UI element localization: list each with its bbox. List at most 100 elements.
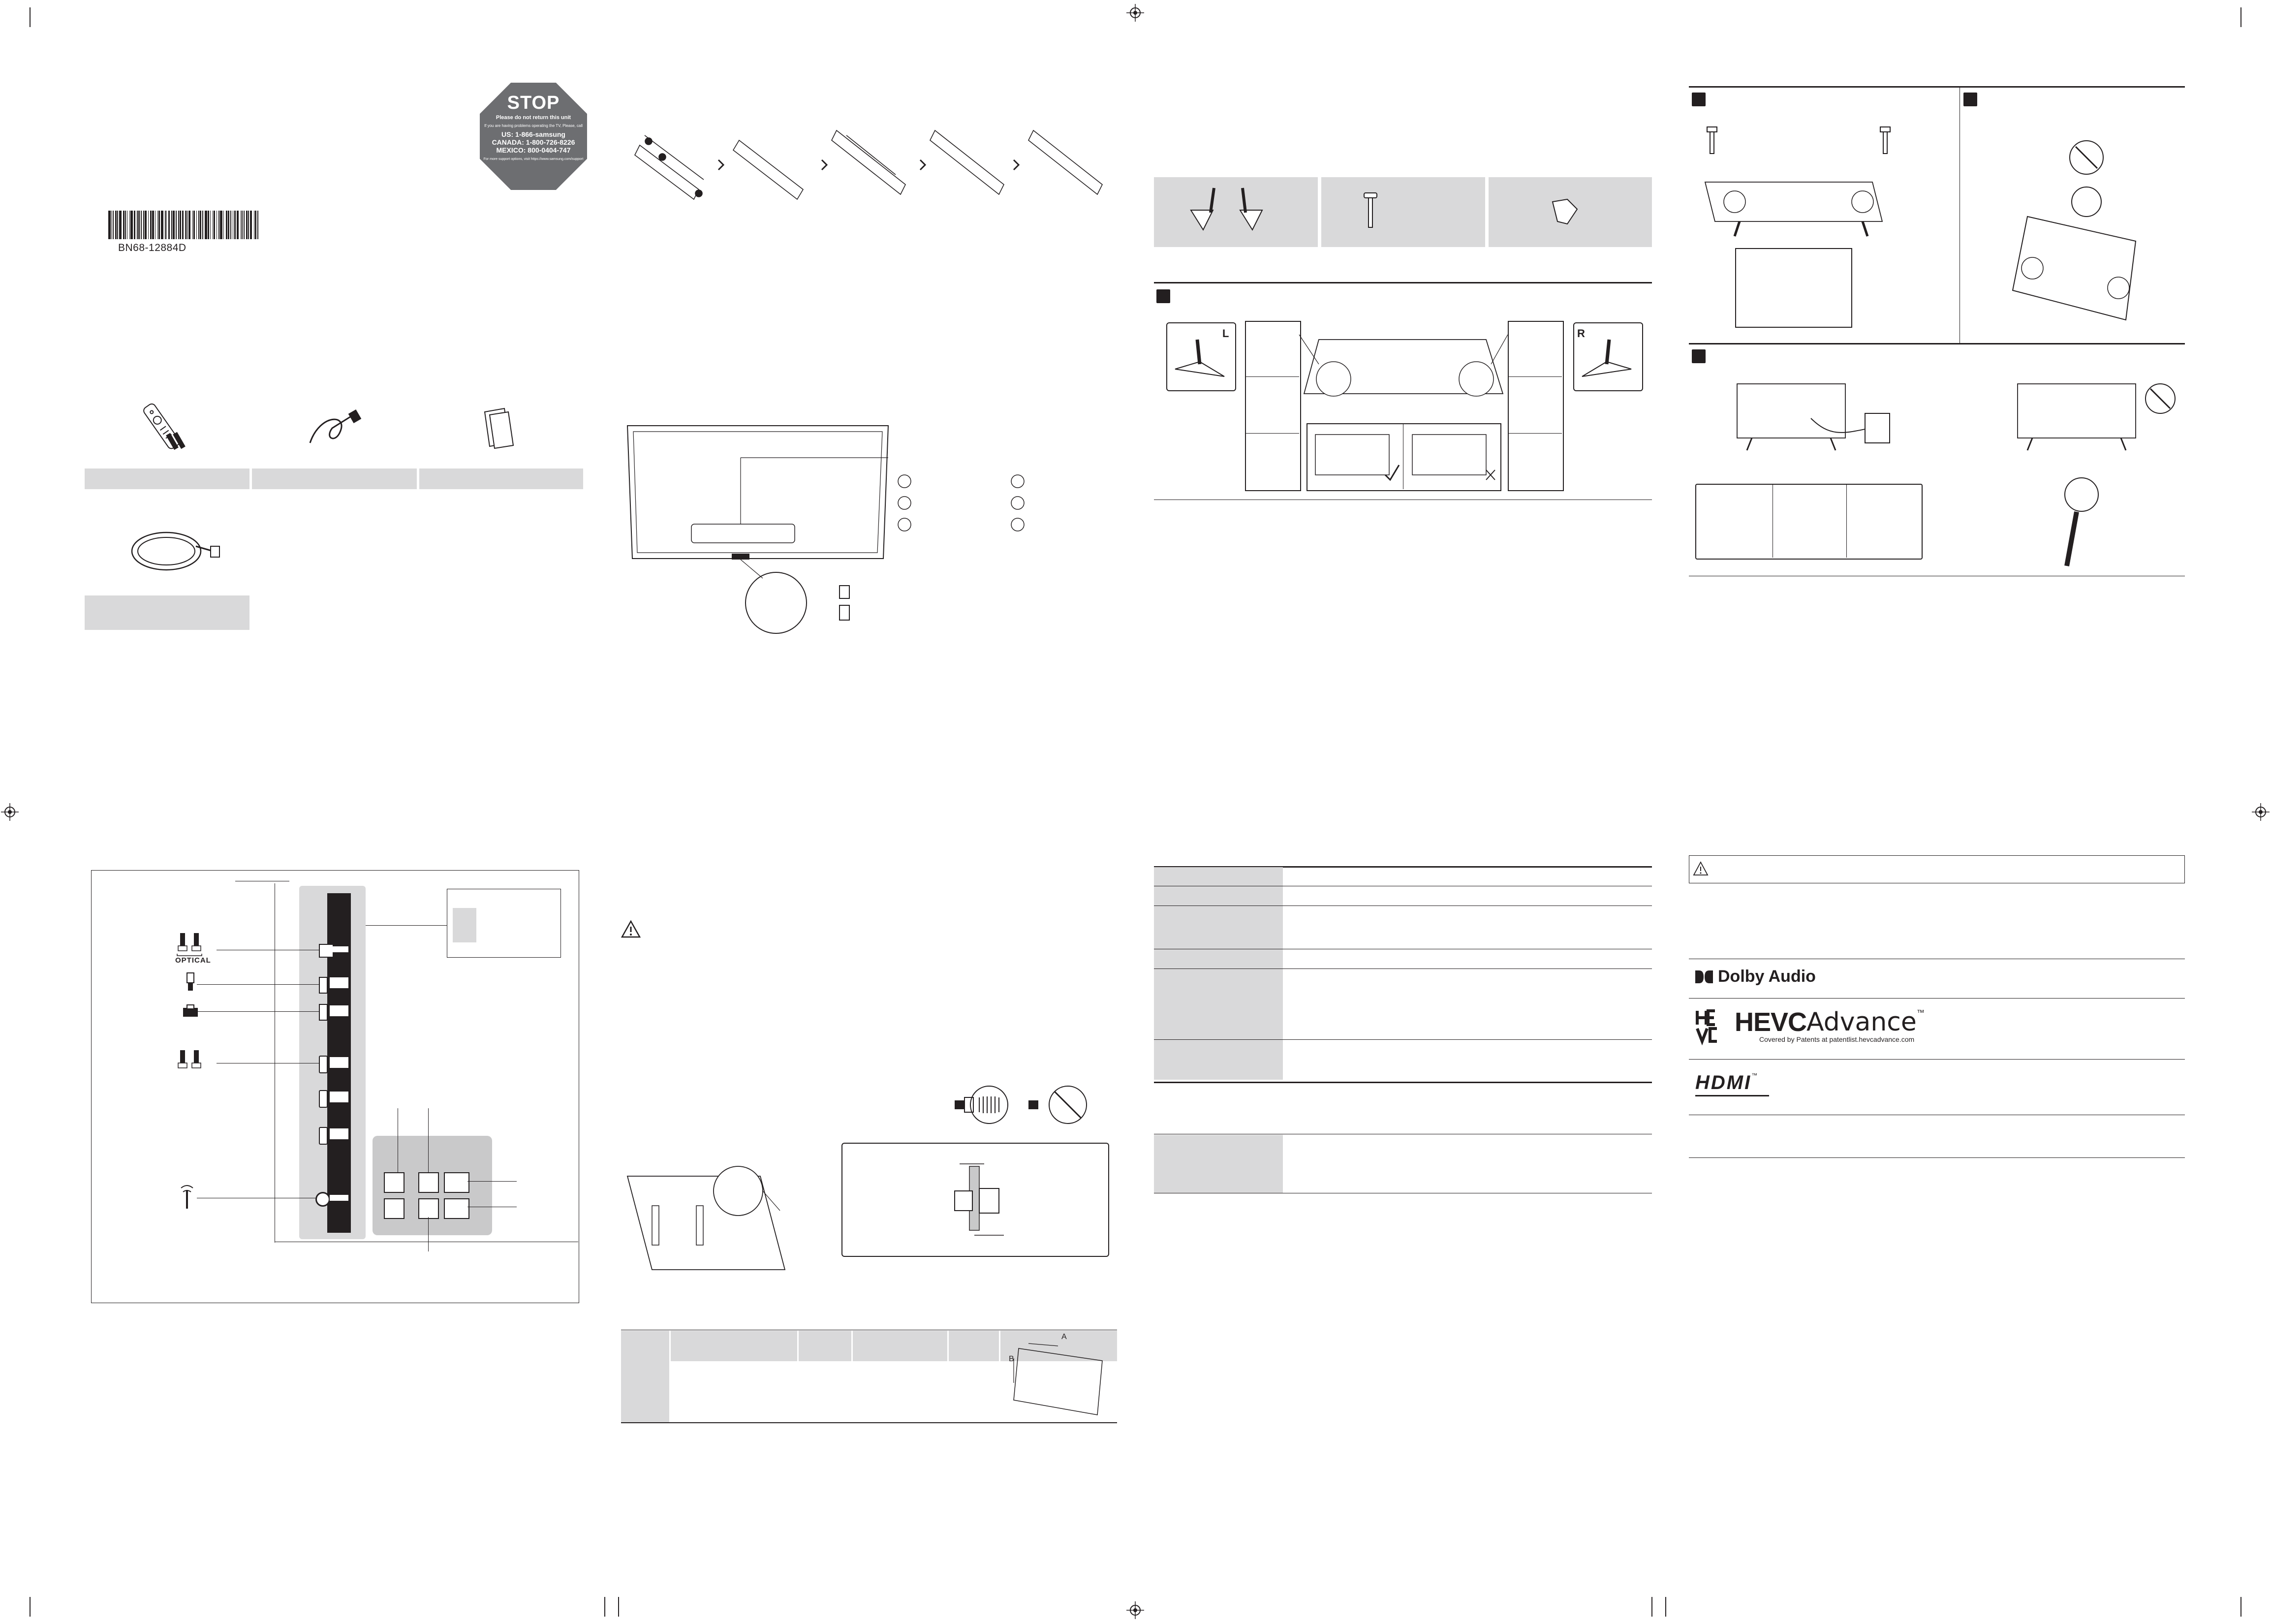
table-col — [669, 1331, 671, 1422]
logo-rule — [1689, 1157, 2185, 1158]
right-stand-box — [1573, 322, 1643, 391]
barcode-bar — [240, 211, 242, 239]
barcode-bar — [134, 211, 136, 239]
barcode-bar — [188, 211, 191, 239]
hdmi-cable-icon — [178, 1050, 201, 1068]
usb-drive-icon — [183, 1004, 198, 1017]
barcode-text: BN68-12884D — [118, 242, 187, 253]
cable-icon — [131, 531, 220, 571]
tv-lift-diagram — [2012, 140, 2137, 321]
leader-line — [366, 925, 447, 926]
stop-line1: Please do not return this unit — [496, 115, 571, 121]
cable-holder-icon — [1552, 198, 1578, 225]
logo-rule — [1689, 998, 2185, 999]
antenna-port — [315, 1192, 330, 1207]
hevc-main-text: HEVC — [1735, 1007, 1807, 1037]
barcode-bar — [113, 211, 114, 239]
av-port — [444, 1198, 469, 1219]
barcode-bar — [165, 211, 166, 239]
screw-part-box — [1321, 177, 1485, 247]
barcode-bar — [126, 211, 128, 239]
port-label — [330, 977, 348, 988]
barcode-bar — [148, 211, 149, 239]
leader-line — [197, 1011, 319, 1012]
leader-line — [428, 1217, 429, 1251]
barcode-bar — [176, 211, 177, 239]
crop-mark — [1651, 1597, 1652, 1617]
barcode-bar — [214, 211, 216, 239]
av-port — [418, 1172, 439, 1193]
section-rule — [1689, 86, 2185, 88]
barcode-bar — [117, 211, 118, 239]
vesa-rear — [453, 908, 476, 942]
crop-mark — [2240, 1597, 2241, 1617]
leader-line — [467, 1181, 517, 1182]
barcode-bar — [227, 211, 229, 239]
crop-mark — [618, 1597, 619, 1617]
step-divider — [1245, 433, 1299, 434]
barcode-bar — [129, 211, 130, 239]
leader-line — [428, 1108, 429, 1172]
controller-icons-left — [898, 474, 911, 531]
antenna-icon — [181, 1185, 193, 1209]
battery-install-steps — [634, 129, 1103, 200]
optical-label: OPTICAL — [175, 956, 211, 965]
spec-row-rule — [1154, 1039, 1652, 1040]
left-stand-icon — [1175, 339, 1225, 377]
caution-bar — [1689, 855, 2185, 883]
dolby-double-d-icon — [1695, 970, 1713, 983]
stand-screw-diagram — [1704, 126, 1891, 328]
spec-row-rule — [1154, 968, 1652, 969]
incorrect-orientation-icon — [1412, 434, 1495, 480]
vesa-dimension-diagram — [1013, 1343, 1103, 1415]
stop-canada: CANADA: 1-800-726-8226 — [492, 138, 575, 146]
barcode-bar — [166, 211, 167, 239]
registration-mark — [1126, 1601, 1144, 1619]
stand-part-box — [1154, 177, 1318, 247]
crop-mark — [604, 1597, 605, 1617]
barcode-bar — [161, 211, 163, 239]
dolby-text: Dolby Audio — [1718, 967, 1816, 986]
caution-icon — [1693, 861, 1709, 875]
barcode-bar — [111, 211, 112, 239]
barcode-bar — [155, 211, 156, 239]
step-divider — [1508, 376, 1562, 377]
dolby-audio-logo: Dolby Audio — [1695, 967, 1816, 986]
barcode-bar — [210, 211, 211, 239]
barcode-bar — [152, 211, 154, 239]
hdmi-port-2 — [319, 1090, 328, 1108]
port-label — [330, 1005, 348, 1016]
port-label — [330, 1195, 348, 1201]
hdmi-text: HDMI — [1695, 1072, 1752, 1093]
registration-mark — [2, 0, 20, 18]
controller-icons-right — [1011, 474, 1025, 531]
barcode-bar — [138, 211, 140, 239]
barcode-bar — [230, 211, 231, 239]
barcode-bar — [193, 211, 195, 239]
wall-table-row-head — [621, 1361, 669, 1422]
stop-footer: For more support options, visit https://… — [483, 157, 584, 161]
dim-b-label: B — [1009, 1355, 1014, 1363]
section-rule — [1154, 282, 1652, 283]
barcode-bar — [108, 211, 111, 239]
right-assembly-steps — [1508, 321, 1564, 491]
stop-badge: STOP Please do not return this unit If y… — [480, 83, 587, 190]
barcode-bar — [123, 211, 125, 239]
wall-table-header — [621, 1331, 1117, 1361]
barcode-bar — [125, 211, 126, 239]
left-stand-label: L — [1222, 327, 1229, 340]
stop-us: US: 1-866-samsung — [501, 130, 565, 138]
table-col — [947, 1331, 949, 1422]
left-stand-box — [1166, 322, 1236, 391]
stop-mexico: MEXICO: 800-0404-747 — [496, 146, 571, 154]
av-port — [384, 1172, 404, 1193]
logo-rule — [1689, 1059, 2185, 1060]
wall-mount-diagram — [626, 1166, 786, 1270]
input-arrow-icons — [839, 585, 850, 621]
barcode-bar — [192, 211, 193, 239]
accessory-label-manual — [419, 468, 583, 489]
step-2-badge — [1692, 93, 1706, 106]
barcode-bar — [137, 211, 138, 239]
hdmi-port-1 — [319, 1056, 328, 1073]
barcode-bar — [249, 211, 252, 239]
